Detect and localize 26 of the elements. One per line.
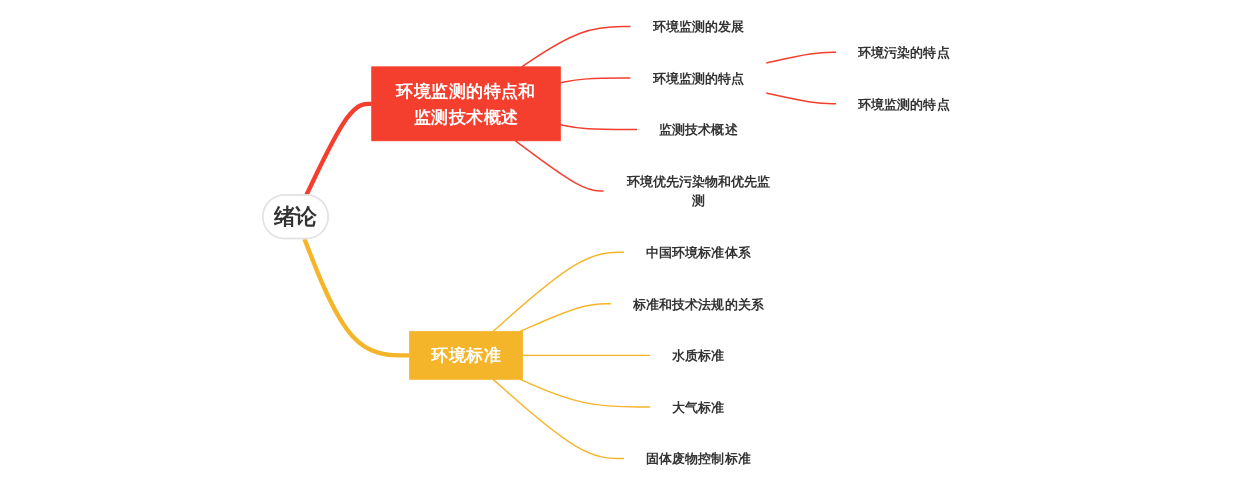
node-text: 环境优先污染物和优先监测 <box>626 173 771 209</box>
connector <box>514 140 605 192</box>
connector <box>520 25 632 68</box>
node-text: 水质标准 <box>672 347 725 364</box>
connector <box>519 303 612 333</box>
connector <box>492 378 625 460</box>
node-text: 大气标准 <box>672 399 725 415</box>
connector <box>765 92 837 105</box>
node-text: 环境监测的发展 <box>652 18 745 35</box>
node-box: 环境标准 <box>408 331 523 380</box>
node-text: 环境监测的特点 <box>858 96 950 112</box>
node-text: 环境污染的特点 <box>858 44 950 60</box>
connector <box>492 251 625 333</box>
connector <box>559 124 639 131</box>
node-text: 环境监测的特点 <box>652 70 745 86</box>
connector <box>559 77 632 84</box>
node-text: 标准和技术法规的关系 <box>632 296 764 312</box>
connector <box>519 378 652 408</box>
connector <box>521 354 652 357</box>
connector <box>302 238 410 358</box>
node-text: 监测技术概述 <box>659 121 738 138</box>
connector <box>304 101 372 197</box>
node-box: 环境监测的特点和监测技术概述 <box>371 66 561 142</box>
connector <box>765 51 837 64</box>
node-text: 中国环境标准体系 <box>646 244 751 260</box>
node-text: 固体废物控制标准 <box>646 450 751 467</box>
